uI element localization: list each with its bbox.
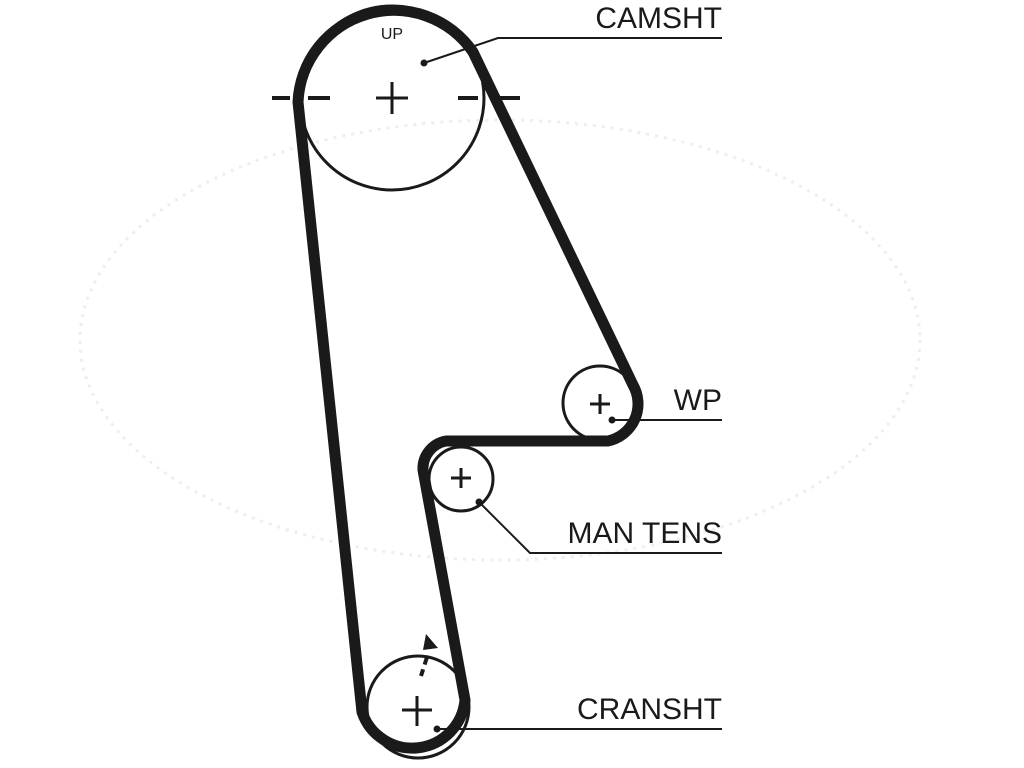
tensioner-label: MAN TENS [568,517,722,550]
crankshaft-leader [433,725,722,733]
camshaft-label: CAMSHT [595,2,722,35]
watermark-ellipse [78,118,922,562]
rotation-arrow-icon [419,634,438,677]
water-pump-leader [608,416,722,424]
tensioner-leader [475,498,722,554]
camshaft-center-icon [376,82,408,114]
timing-belt [292,4,644,754]
water-pump-center-icon [590,394,610,414]
up-label: UP [381,26,403,43]
water-pump-label: WP [674,384,722,417]
crankshaft-label: CRANSHT [577,693,722,726]
tensioner-center-icon [451,468,471,488]
crankshaft-center-icon [402,696,432,726]
camshaft-leader [420,37,722,67]
